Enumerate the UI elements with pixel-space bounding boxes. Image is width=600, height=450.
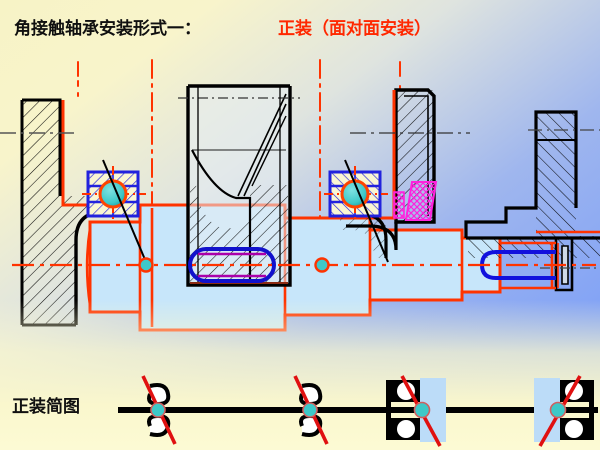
title-bar: 角接触轴承安装形式一： 正装（面对面安装） bbox=[0, 0, 600, 52]
gear-hub bbox=[178, 84, 300, 287]
left-bearing-contact-angle-line bbox=[102, 159, 147, 263]
keyway-slot bbox=[188, 247, 276, 283]
left-bearing[interactable] bbox=[82, 159, 147, 263]
left-contact-point-dot bbox=[138, 257, 154, 273]
vertical-centerlines bbox=[77, 59, 401, 233]
schematic-legend-label: 正装简图 bbox=[12, 397, 80, 417]
page-title: 角接触轴承安装形式一： bbox=[14, 19, 201, 39]
right-bearing-contact-angle-line bbox=[344, 159, 389, 263]
right-bearing[interactable] bbox=[324, 159, 389, 263]
page-title-accent: 正装（面对面安装） bbox=[278, 19, 431, 39]
contact-point-dots bbox=[138, 257, 330, 273]
right-contact-point-dot bbox=[314, 257, 330, 273]
wave-spring bbox=[393, 181, 438, 221]
